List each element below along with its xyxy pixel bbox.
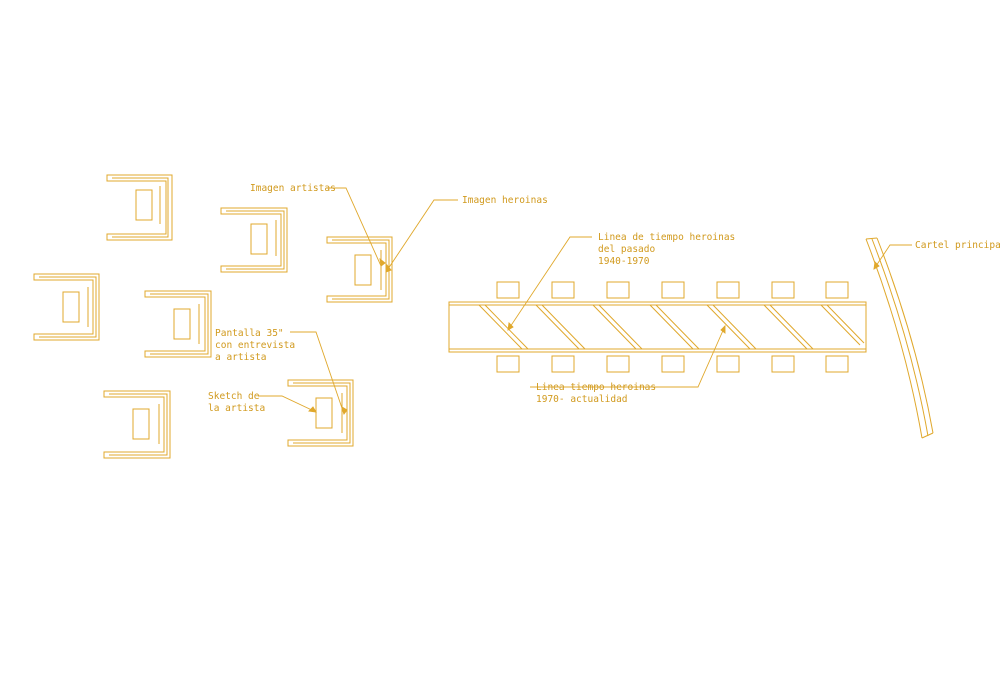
leader-lines xyxy=(258,187,912,415)
booth-1 xyxy=(106,174,173,241)
label-linea-pasado-line-3: 1940-1970 xyxy=(598,256,650,267)
label-imagen-heroinas: Imagen heroinas xyxy=(462,195,548,206)
label-linea-actual-line-1: Linea tiempo heroinas xyxy=(536,382,656,393)
label-imagen-artistas: Imagen artistas xyxy=(250,183,336,194)
label-sketch-line-1: Sketch de xyxy=(208,391,260,402)
label-linea-actual-line-2: 1970- actualidad xyxy=(536,394,628,405)
booth-3 xyxy=(326,236,393,303)
booth-5 xyxy=(144,290,212,358)
booth-4 xyxy=(33,273,100,341)
label-sketch-line-2: la artista xyxy=(208,403,265,414)
timeline-panels-top xyxy=(496,281,849,299)
booth-6 xyxy=(103,390,171,459)
label-pantalla-line-1: Pantalla 35" xyxy=(215,328,284,339)
booth-7 xyxy=(287,379,354,447)
label-linea-pasado-line-1: Linea de tiempo heroinas xyxy=(598,232,735,243)
label-linea-pasado-line-2: del pasado xyxy=(598,244,655,255)
label-pantalla-line-3: a artista xyxy=(215,352,266,363)
timeline-panels-bottom xyxy=(496,355,849,373)
timeline-band xyxy=(448,301,867,353)
booth-2 xyxy=(220,207,288,273)
label-pantalla-line-2: con entrevista xyxy=(215,340,295,351)
label-cartel-principal: Cartel principal xyxy=(915,240,1000,251)
